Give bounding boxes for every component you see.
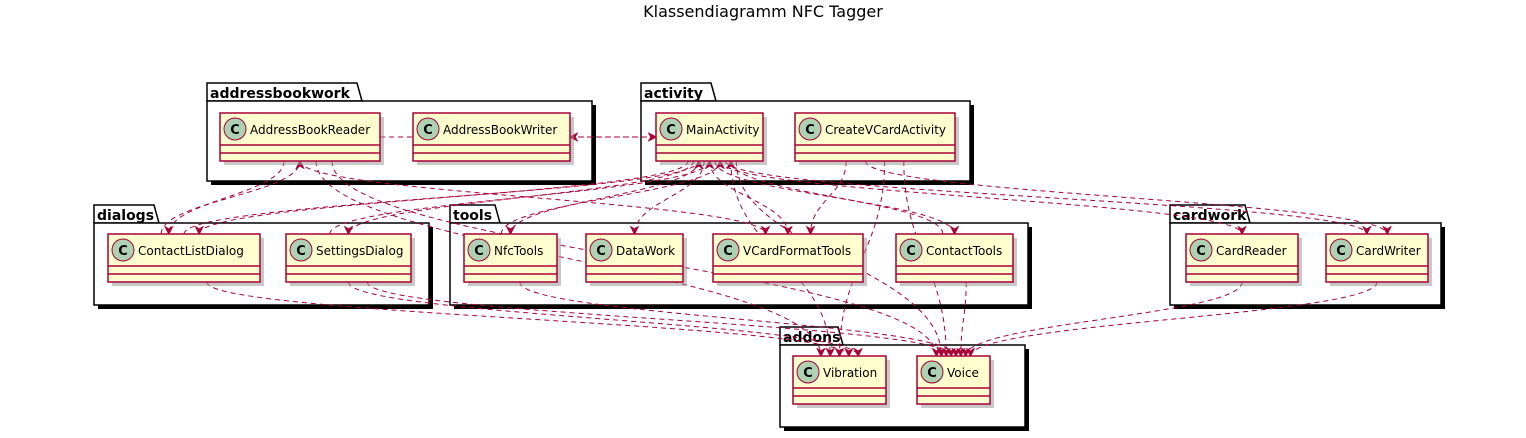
class-MainActivity: C MainActivity [655, 112, 767, 165]
dependency-arrow-CreateVCardActivity-to-CardWriter [864, 160, 1387, 234]
class-name: ContactTools [926, 244, 1002, 258]
class-SettingsDialog: C SettingsDialog [285, 233, 415, 286]
dependency-arrow-CreateVCardActivity-to-VCardFormatTools [811, 160, 847, 234]
class-badge-icon [798, 117, 822, 141]
class-badge-letter: C [723, 244, 733, 259]
class-name: CreateVCardActivity [825, 123, 946, 137]
class-badge-icon [416, 117, 440, 141]
class-CardWriter: C CardWriter [1325, 233, 1432, 286]
class-name: AddressBookWriter [443, 123, 557, 137]
class-name: ContactListDialog [138, 244, 244, 258]
class-name: VCardFormatTools [743, 244, 851, 258]
dependency-arrow-NfcTools-to-Voice [519, 281, 956, 356]
class-badge-letter: C [1336, 244, 1346, 259]
dependency-arrow-NfcTools-to-MainActivity [500, 161, 720, 235]
class-Vibration: C Vibration [792, 355, 890, 408]
class-badge-icon [659, 117, 683, 141]
dependency-arrow-MainActivity-to-CardReader [719, 160, 1242, 234]
package-name: activity [644, 86, 703, 102]
class-badge-letter: C [230, 123, 240, 138]
class-badge-letter: C [474, 244, 484, 259]
class-name: CardReader [1216, 244, 1287, 258]
class-badge-icon [589, 238, 613, 262]
dependency-arrow-MainActivity-to-DataWork [635, 160, 705, 234]
dependency-arrow-SettingsDialog-to-Vibration [348, 281, 859, 356]
dependency-arrow-AddressBookReader-to-Vibration [315, 160, 821, 356]
class-badge-letter: C [927, 366, 937, 381]
class-badge-icon [1329, 238, 1353, 262]
dependency-arrow-CardWriter-to-Voice [971, 281, 1378, 356]
class-badge-icon [1189, 238, 1213, 262]
class-name: Vibration [823, 366, 877, 380]
class-name: NfcTools [494, 244, 543, 258]
dependency-arrow-AddressBookReader-to-VCardFormatTools [299, 160, 766, 234]
package-name: addressbookwork [210, 86, 351, 102]
dependency-arrow-AddressBookReader-to-ContactListDialog [169, 160, 285, 234]
class-name: SettingsDialog [316, 244, 403, 258]
class-badge-letter: C [596, 244, 606, 259]
dependency-arrow-ContactListDialog-to-AddressBookReader [160, 161, 300, 235]
class-badge-icon [289, 238, 313, 262]
class-badge-letter: C [666, 123, 676, 138]
class-AddressBookReader: C AddressBookReader [219, 112, 384, 165]
class-VCardFormatTools: C VCardFormatTools [712, 233, 867, 286]
package-name: cardwork [1173, 208, 1247, 224]
package-name: dialogs [97, 208, 154, 224]
class-badge-letter: C [296, 244, 306, 259]
diagram-title: Klassendiagramm NFC Tagger [643, 2, 883, 21]
class-CreateVCardActivity: C CreateVCardActivity [794, 112, 959, 165]
class-badge-icon [899, 238, 923, 262]
class-NfcTools: C NfcTools [463, 233, 561, 286]
dependency-arrow-ContactListDialog-to-Vibration [206, 281, 849, 356]
class-badge-icon [223, 117, 247, 141]
class-AddressBookWriter: C AddressBookWriter [412, 112, 574, 165]
dependency-arrow-MainActivity-to-VCardFormatTools [709, 160, 789, 234]
dependency-arrow-MainActivity-to-ContactListDialog [199, 160, 689, 234]
class-CardReader: C CardReader [1185, 233, 1302, 286]
class-badge-icon [111, 238, 135, 262]
class-DataWork: C DataWork [585, 233, 687, 286]
class-Voice: C Voice [916, 355, 994, 408]
class-badge-icon [467, 238, 491, 262]
class-box [219, 112, 381, 162]
class-badge-letter: C [803, 366, 813, 381]
dependency-arrow-CardReader-to-Voice [966, 281, 1243, 356]
class-name: Voice [947, 366, 979, 380]
class-box [412, 112, 571, 162]
class-badge-letter: C [118, 244, 128, 259]
class-badge-letter: C [1196, 244, 1206, 259]
class-name: CardWriter [1356, 244, 1421, 258]
class-box [794, 112, 956, 162]
class-ContactTools: C ContactTools [895, 233, 1017, 286]
class-badge-icon [796, 360, 820, 384]
class-ContactListDialog: C ContactListDialog [107, 233, 264, 286]
class-badge-letter: C [805, 123, 815, 138]
dependency-arrow-ContactTools-to-Voice [961, 281, 967, 356]
class-badge-icon [920, 360, 944, 384]
dependency-arrow-MainActivity-to-SettingsDialog [349, 160, 694, 234]
package-name: addons [783, 330, 840, 346]
class-name: MainActivity [686, 123, 760, 137]
class-name: DataWork [616, 244, 675, 258]
class-badge-icon [716, 238, 740, 262]
class-badge-letter: C [423, 123, 433, 138]
class-name: AddressBookReader [250, 123, 370, 137]
dependency-arrow-MainActivity-to-CardWriter [725, 160, 1367, 234]
class-badge-letter: C [906, 244, 916, 259]
package-name: tools [453, 208, 492, 224]
